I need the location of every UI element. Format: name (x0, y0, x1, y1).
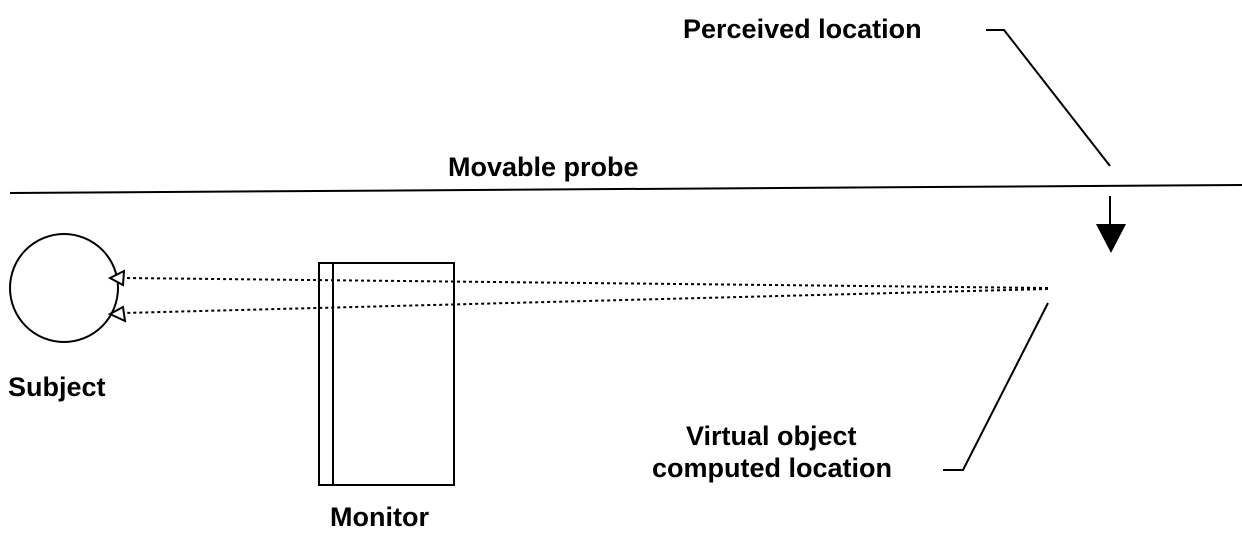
monitor-label: Monitor (330, 502, 429, 532)
monitor-box (318, 262, 455, 486)
sight-ray-lower (123, 288, 1049, 314)
virtual-object-leader (943, 302, 1049, 471)
movable-probe-label: Movable probe (448, 152, 639, 182)
perceived-location-leader (986, 29, 1111, 167)
virtual-object-label-line1: Virtual object (686, 421, 857, 451)
sight-ray-lower-arrowhead (107, 305, 127, 323)
subject-label: Subject (8, 372, 106, 402)
probe-arrow-head (1096, 224, 1126, 253)
perceived-location-label: Perceived location (683, 14, 922, 44)
sight-ray-upper (123, 277, 1049, 289)
virtual-object-label-line2: computed location (652, 453, 892, 483)
sight-ray-upper-arrowhead (107, 269, 126, 287)
movable-probe-rail (9, 184, 1242, 194)
subject-eye (9, 233, 119, 343)
